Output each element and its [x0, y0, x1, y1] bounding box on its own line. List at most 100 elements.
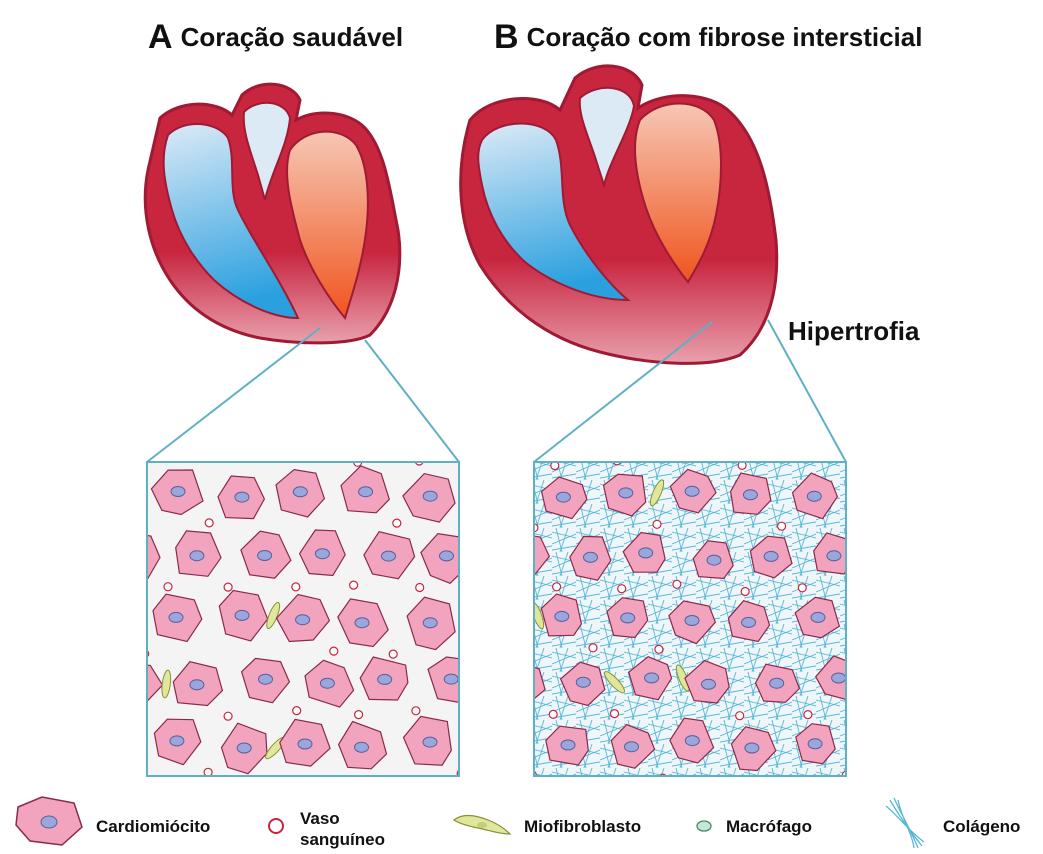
cardiomyocyte-cell: [755, 407, 797, 450]
cell-nucleus: [130, 550, 144, 560]
cell-nucleus: [639, 548, 653, 558]
cell-nucleus: [576, 677, 590, 687]
blood-vessel: [589, 644, 597, 652]
blood-vessel: [741, 588, 749, 596]
cardiomyocyte-cell: [563, 408, 605, 452]
cell-nucleus: [643, 806, 657, 816]
cell-nucleus: [556, 492, 570, 502]
cell-nucleus: [423, 491, 437, 501]
cardiomyocyte-cell: [468, 721, 517, 769]
cardiomyocyte-cell: [503, 413, 547, 458]
blood-vessel: [164, 583, 172, 591]
blood-vessel: [355, 711, 363, 719]
myofibroblast-icon: [452, 808, 512, 838]
cell-nucleus: [893, 678, 907, 688]
cardiomyocyte-cell: [424, 412, 471, 456]
cell-nucleus: [771, 805, 785, 815]
cell-nucleus: [106, 491, 120, 501]
cell-nucleus: [355, 618, 369, 628]
cell-nucleus: [195, 425, 209, 435]
cardiomyocyte-cell: [88, 719, 137, 768]
cell-nucleus: [742, 617, 756, 627]
cell-nucleus: [890, 548, 904, 558]
cell-nucleus: [487, 740, 501, 750]
cell-nucleus: [504, 426, 518, 436]
cell-nucleus: [315, 549, 329, 559]
cardiomyocyte-cell: [491, 530, 536, 577]
cell-nucleus: [518, 806, 532, 816]
cardiomyocyte-cell: [362, 403, 409, 455]
cell-nucleus: [743, 490, 757, 500]
cell-nucleus: [764, 551, 778, 561]
blood-vessel: [611, 710, 619, 718]
cell-nucleus: [170, 736, 184, 746]
legend-vessel: Vaso sanguíneo: [300, 808, 385, 850]
fibrotic-tissue: [478, 407, 935, 847]
cell-nucleus: [259, 800, 273, 810]
cardiomyocyte-icon: [12, 793, 86, 849]
cardiomyocyte-cell: [810, 412, 856, 454]
cell-nucleus: [808, 739, 822, 749]
cardiomyocyte-cell: [857, 595, 902, 638]
cell-nucleus: [889, 425, 903, 435]
cardiomyocyte-cell: [874, 533, 917, 573]
cell-nucleus: [768, 423, 782, 433]
cell-nucleus: [359, 487, 373, 497]
cell-nucleus: [807, 491, 821, 501]
cardiomyocyte-cell: [483, 593, 530, 638]
blood-vessel: [514, 521, 522, 529]
cell-nucleus: [494, 739, 508, 749]
blood-vessel: [412, 707, 420, 715]
cell-nucleus: [582, 800, 596, 810]
blood-vessel: [473, 461, 481, 469]
cell-nucleus: [483, 614, 497, 624]
blood-vessel: [205, 519, 213, 527]
cell-nucleus: [235, 492, 249, 502]
cell-nucleus: [480, 488, 494, 498]
cell-nucleus: [707, 555, 721, 565]
blood-vessel: [741, 839, 749, 847]
cell-nucleus: [237, 743, 251, 753]
cell-nucleus: [770, 678, 784, 688]
cell-nucleus: [621, 613, 635, 623]
cell-nucleus: [320, 678, 334, 688]
cell-nucleus: [190, 680, 204, 690]
cardiomyocyte-cell: [303, 404, 352, 454]
cell-nucleus: [130, 801, 144, 811]
cardiomyocyte-cell: [242, 413, 286, 460]
cardiomyocyte-cell: [858, 722, 901, 765]
cell-nucleus: [832, 673, 846, 683]
cell-nucleus: [561, 740, 575, 750]
blood-vessel: [906, 646, 914, 654]
cell-nucleus: [619, 488, 633, 498]
cardiomyocyte-cell: [872, 410, 918, 450]
cell-nucleus: [171, 487, 185, 497]
cell-nucleus: [105, 738, 119, 748]
cardiomyocyte-cell: [478, 723, 522, 762]
blood-vessel: [389, 650, 397, 658]
cell-nucleus: [702, 679, 716, 689]
legend-macrophage: Macrófago: [726, 816, 812, 837]
cardiomyocyte-cell: [814, 788, 857, 830]
blood-vessel: [805, 837, 813, 845]
macrophage-icon: [694, 818, 714, 834]
blood-vessel: [778, 522, 786, 530]
cell-nucleus: [506, 549, 520, 559]
legend-myofibroblast: Miofibroblasto: [524, 816, 641, 837]
cell-nucleus: [256, 429, 270, 439]
cell-nucleus: [872, 489, 886, 499]
cell-nucleus: [645, 673, 659, 683]
blood-vessel: [224, 583, 232, 591]
hypertrophy-label: Hipertrofia: [788, 316, 919, 347]
cell-nucleus: [444, 674, 458, 684]
cell-nucleus: [871, 613, 885, 623]
blood-vessel: [653, 520, 661, 528]
cell-nucleus: [518, 550, 532, 560]
cardiomyocyte-cell: [118, 412, 165, 456]
cardiomyocyte-cell: [482, 476, 525, 516]
blood-vessel: [330, 647, 338, 655]
blood-vessel: [618, 585, 626, 593]
cell-nucleus: [296, 615, 310, 625]
blood-vessel: [393, 519, 401, 527]
cell-nucleus: [298, 739, 312, 749]
